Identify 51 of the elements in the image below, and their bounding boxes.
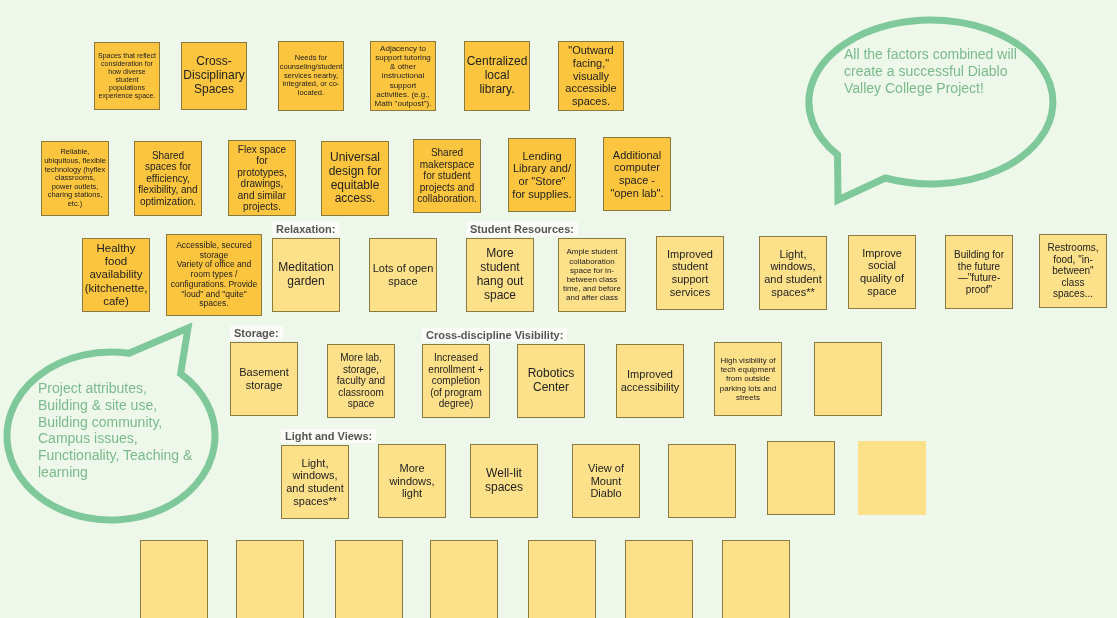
note-text: Variety of office and room types / configurations. Provide "loud" and "quite" spaces. xyxy=(169,260,259,310)
group-heading: Relaxation: xyxy=(272,222,340,236)
group-heading: Cross-discipline Visibility: xyxy=(422,328,568,342)
sticky-note: Increased enrollment + completion (of program degree) xyxy=(422,344,490,418)
sticky-note: Building for the future—"future-proof" xyxy=(945,235,1013,309)
blank-sticky-note xyxy=(858,441,926,515)
sticky-note: Improve social quality of space xyxy=(848,235,916,309)
blank-sticky-note xyxy=(140,540,208,618)
group-heading: Light and Views: xyxy=(281,429,377,443)
sticky-note: Shared makerspace for student projects and collaboration. xyxy=(413,139,481,213)
sticky-note: Flex space for prototypes, drawings, and similar projects. xyxy=(228,140,296,216)
sticky-note: Ample student collaboration space for in-between class time, and before and after class xyxy=(558,238,626,312)
blank-sticky-note xyxy=(814,342,882,416)
blank-sticky-note xyxy=(528,540,596,618)
sticky-note: Cross-Disciplinary Spaces xyxy=(181,42,247,110)
sticky-note: Improved accessibility xyxy=(616,344,684,418)
sticky-note: More windows, light xyxy=(378,444,446,518)
sticky-note: Well-lit spaces xyxy=(470,444,538,518)
group-heading: Student Resources: xyxy=(466,222,578,236)
sticky-note: "Outward facing," visually accessible spaces. xyxy=(558,41,624,111)
sticky-note: Centralized local library. xyxy=(464,41,530,111)
sticky-note: More lab, storage, faculty and classroom space xyxy=(327,344,395,418)
blank-sticky-note xyxy=(625,540,693,618)
sticky-note: Robotics Center xyxy=(517,344,585,418)
sticky-note: Lots of open space xyxy=(369,238,437,312)
sticky-note xyxy=(166,234,262,316)
sticky-note: Light, windows, and student spaces** xyxy=(759,236,827,310)
sticky-note: View of Mount Diablo xyxy=(572,444,640,518)
sticky-note: Lending Library and/ or "Store" for supplies. xyxy=(508,138,576,212)
blank-sticky-note xyxy=(236,540,304,618)
sticky-note: Light, windows, and student spaces** xyxy=(281,445,349,519)
blank-sticky-note xyxy=(668,444,736,518)
bubble-text: Project attributes, Building & site use, Building community, Campus issues, Functionality, Teaching & learning xyxy=(38,380,194,481)
group-heading: Storage: xyxy=(230,326,283,340)
sticky-note: Shared spaces for efficiency, flexibility, and optimization. xyxy=(134,141,202,216)
sticky-note: Restrooms, food, "in-between" class spaces... xyxy=(1039,234,1107,308)
sticky-note: Meditation garden xyxy=(272,238,340,312)
blank-sticky-note xyxy=(335,540,403,618)
blank-sticky-note xyxy=(722,540,790,618)
sticky-note: Healthy food availability (kitchenette, cafe) xyxy=(82,238,150,312)
sticky-note: Additional computer space - "open lab". xyxy=(603,137,671,211)
sticky-note: Adjacency to support tutoring & other instructional support activities. (e.g., Math "outpost"). xyxy=(370,41,436,111)
sticky-note: Improved student support services xyxy=(656,236,724,310)
sticky-note: Universal design for equitable access. xyxy=(321,141,389,216)
blank-sticky-note xyxy=(767,441,835,515)
sticky-note: High visibility of tech equipment from outside parking lots and streets xyxy=(714,342,782,416)
bubble-text: All the factors combined will create a successful Diablo Valley College Project! xyxy=(844,46,1018,97)
blank-sticky-note xyxy=(430,540,498,618)
sticky-note: Basement storage xyxy=(230,342,298,416)
sticky-note: More student hang out space xyxy=(466,238,534,312)
note-text: Accessible, secured storage xyxy=(175,240,253,261)
